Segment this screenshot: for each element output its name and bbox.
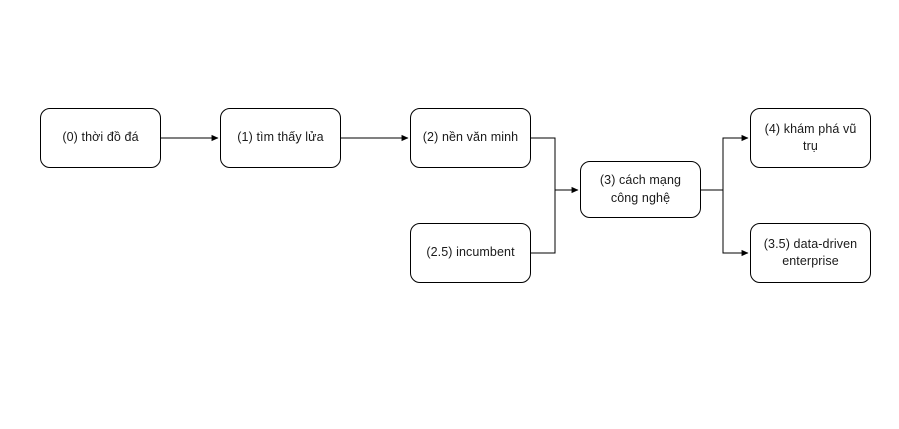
node-tech-revolution[interactable]: (3) cách mạng công nghệ — [580, 161, 701, 218]
edge-civilization-to-tech-revolution — [531, 137, 556, 190]
edge-tech-revolution-to-space-exploration — [722, 134, 749, 190]
node-discover-fire[interactable]: (1) tìm thấy lửa — [220, 108, 341, 168]
node-stone-age-label: (0) thời đồ đá — [62, 130, 139, 145]
node-civilization-label: (2) nền văn minh — [422, 130, 519, 145]
node-data-driven-enterprise-label: (3.5) data-driven enterprise — [763, 236, 858, 268]
node-space-exploration[interactable]: (4) khám phá vũ trụ — [750, 108, 871, 168]
node-incumbent-label: (2.5) incumbent — [426, 245, 515, 260]
edge-incumbent-to-tech-revolution — [531, 190, 556, 254]
node-tech-revolution-label: (3) cách mạng công nghệ — [599, 173, 682, 205]
node-discover-fire-label: (1) tìm thấy lửa — [237, 130, 324, 145]
node-stone-age[interactable]: (0) thời đồ đá — [40, 108, 161, 168]
edge-tech-revolution-to-data-driven-enterprise — [722, 190, 749, 257]
node-data-driven-enterprise[interactable]: (3.5) data-driven enterprise — [750, 223, 871, 283]
node-space-exploration-label: (4) khám phá vũ trụ — [764, 121, 857, 153]
node-incumbent[interactable]: (2.5) incumbent — [410, 223, 531, 283]
node-civilization[interactable]: (2) nền văn minh — [410, 108, 531, 168]
